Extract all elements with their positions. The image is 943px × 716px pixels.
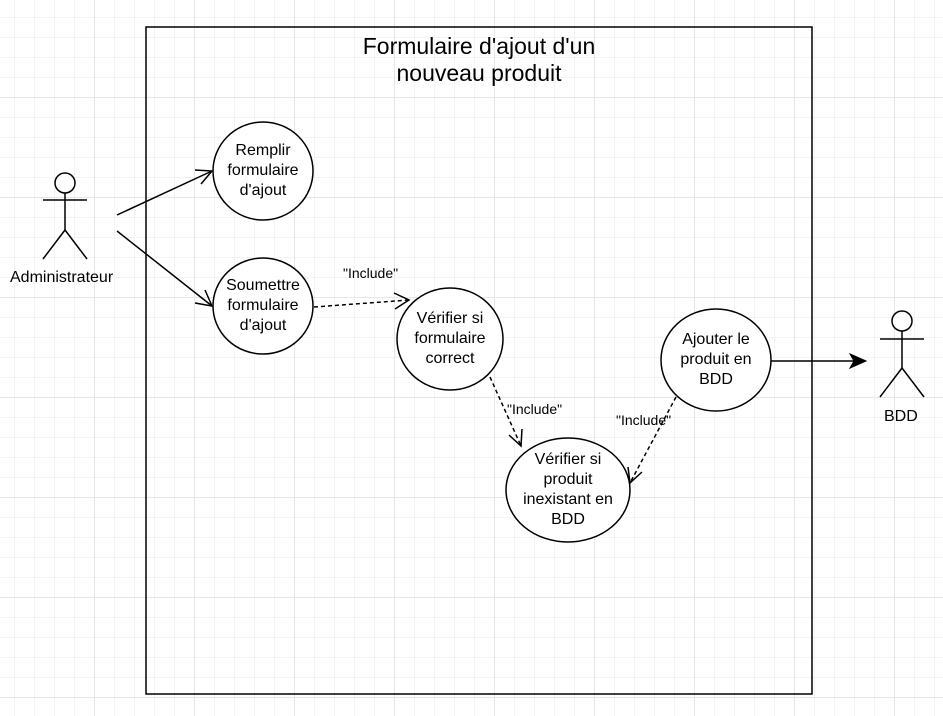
include-label-soumettre-verifier: "Include" — [343, 265, 399, 281]
include-label-verifier-formulaire-produit: "Include" — [507, 401, 563, 417]
association-admin-soumettre[interactable] — [116, 230, 214, 307]
usecase-ajouter-label: Ajouter le produit en BDD — [661, 309, 771, 411]
usecase-verifier-produit-line1: Vérifier si — [534, 451, 602, 468]
usecase-verifier-produit-ellipse[interactable] — [505, 437, 631, 543]
system-title-line1: Formulaire d'ajout d'un — [362, 33, 596, 59]
usecase-verifier-produit-line2: produit — [543, 471, 593, 488]
usecase-remplir-ellipse[interactable] — [212, 121, 314, 221]
usecase-remplir-line2: formulaire — [227, 162, 299, 179]
usecase-verifier-formulaire-ellipse[interactable] — [396, 287, 504, 391]
actor-administrateur-label: Administrateur — [10, 269, 114, 286]
usecase-verifier-formulaire-label: Vérifier si formulaire correct — [397, 288, 503, 390]
include-ajouter-verifier-produit[interactable] — [627, 396, 677, 485]
usecase-ajouter-ellipse[interactable] — [660, 308, 772, 412]
usecase-remplir-line1: Remplir — [235, 142, 291, 159]
usecase-ajouter-line3: BDD — [699, 371, 733, 388]
actor-bdd-figure[interactable] — [879, 310, 925, 398]
system-title: Formulaire d'ajout d'un nouveau produit — [146, 33, 812, 87]
usecase-remplir-line3: d'ajout — [239, 182, 287, 199]
usecase-ajouter-line2: produit en — [680, 351, 752, 368]
association-admin-remplir[interactable] — [116, 169, 214, 216]
usecase-soumettre-line2: formulaire — [227, 297, 299, 314]
usecase-soumettre-line3: d'ajout — [239, 317, 287, 334]
usecase-verifier-produit-label: Vérifier si produit inexistant en BDD — [506, 438, 630, 542]
usecase-verifier-produit-line4: BDD — [551, 511, 585, 528]
usecase-soumettre-label: Soumettre formulaire d'ajout — [213, 258, 313, 354]
usecase-verifier-formulaire-line1: Vérifier si — [416, 310, 484, 327]
usecase-soumettre-line1: Soumettre — [226, 277, 300, 294]
include-verifier-formulaire-verifier-produit[interactable] — [489, 376, 523, 448]
usecase-remplir-label: Remplir formulaire d'ajout — [213, 122, 313, 220]
usecase-verifier-formulaire-line3: correct — [425, 350, 475, 367]
usecase-verifier-produit-line3: inexistant en — [523, 491, 613, 508]
usecase-verifier-formulaire-line2: formulaire — [414, 330, 486, 347]
include-soumettre-verifier-formulaire[interactable] — [313, 292, 411, 310]
usecase-ajouter-line1: Ajouter le — [682, 331, 750, 348]
usecase-soumettre-ellipse[interactable] — [212, 257, 314, 355]
system-title-line2: nouveau produit — [396, 60, 562, 86]
include-label-ajouter-verifier-produit: "Include" — [616, 412, 672, 428]
actor-administrateur-figure[interactable] — [42, 172, 88, 260]
actor-bdd-label: BDD — [884, 408, 918, 425]
association-ajouter-bdd[interactable] — [771, 352, 868, 370]
